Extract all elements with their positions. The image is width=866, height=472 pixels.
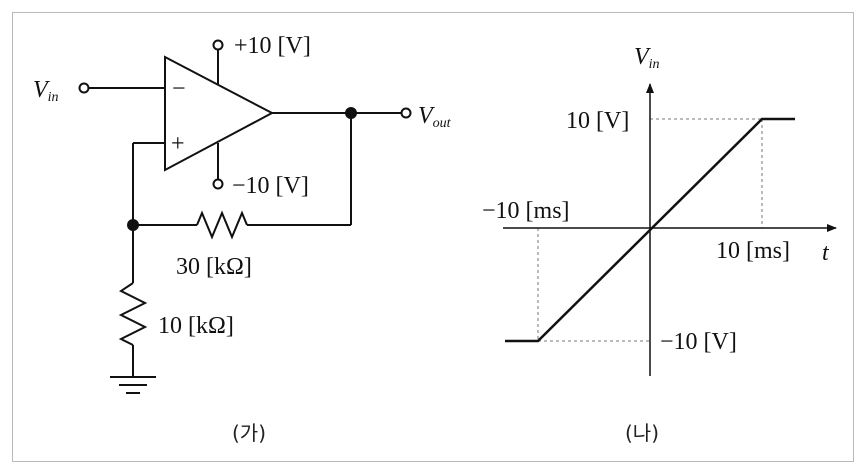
pos-supply-terminal <box>212 39 224 51</box>
neg-supply-terminal <box>212 178 224 190</box>
pos-time-label: 10 [ms] <box>716 238 790 264</box>
voltage-time-graph <box>503 83 837 376</box>
feedback-resistor-label: 30 [kΩ] <box>176 254 252 280</box>
inverting-sign: − <box>172 76 186 102</box>
ground-symbol <box>110 376 156 394</box>
figure-frame <box>12 12 854 462</box>
neg-supply-label: −10 [V] <box>232 173 309 199</box>
circuit-diagram <box>78 39 412 394</box>
noninv-junction <box>127 219 139 231</box>
neg-voltage-label: −10 [V] <box>660 329 737 355</box>
vout-label: Vout <box>418 103 452 131</box>
vin-terminal <box>78 82 90 94</box>
feedback-resistor <box>196 210 248 240</box>
ground-resistor <box>118 282 148 346</box>
y-axis-label: Vin <box>634 44 660 72</box>
opamp-triangle <box>164 55 275 172</box>
vin-waveform <box>505 117 795 343</box>
noninverting-sign: + <box>171 131 185 157</box>
neg-time-label: −10 [ms] <box>482 198 570 224</box>
vin-label: Vin <box>33 77 59 105</box>
vout-terminal <box>400 107 412 119</box>
pos-supply-label: +10 [V] <box>234 33 311 59</box>
x-axis-label: t <box>822 240 830 266</box>
pos-voltage-label: 10 [V] <box>566 108 629 134</box>
ground-resistor-label: 10 [kΩ] <box>158 313 234 339</box>
graph-caption: (나) <box>625 421 659 445</box>
circuit-caption: (가) <box>232 421 266 445</box>
